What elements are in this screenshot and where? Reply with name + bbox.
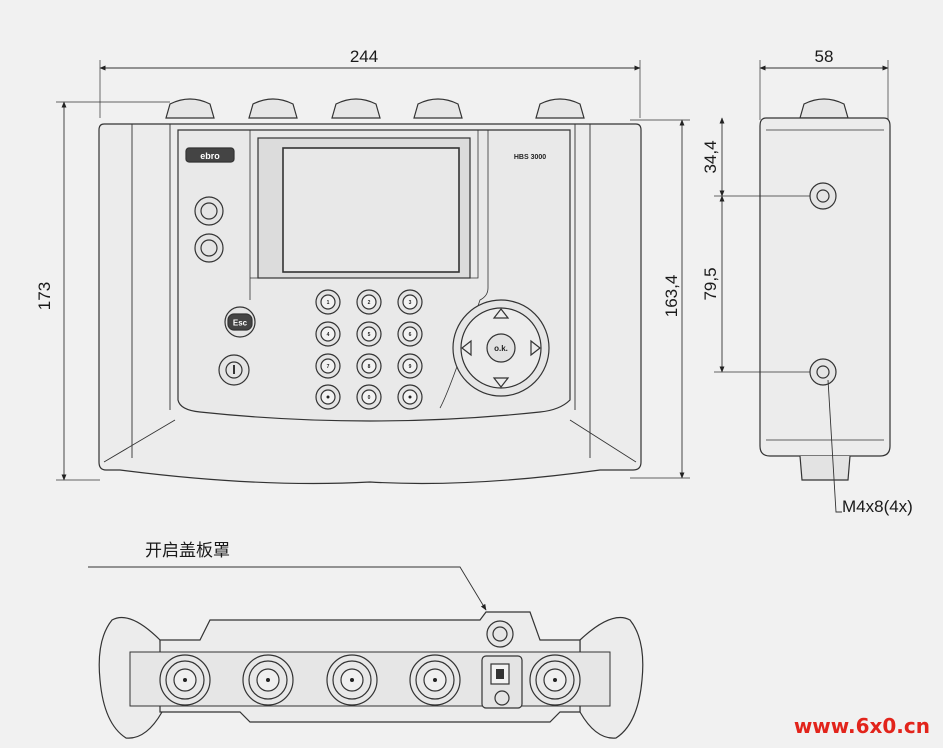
navigation-pad[interactable]: o.k. xyxy=(452,299,550,397)
light-button[interactable] xyxy=(194,233,224,263)
key-8[interactable]: 8 xyxy=(356,353,382,379)
usb-port xyxy=(481,655,523,709)
svg-text:8: 8 xyxy=(368,364,371,370)
height-dim-label: 173 xyxy=(35,282,54,310)
dimension-hole-offset: 34,4 xyxy=(701,117,810,197)
mounting-hole-bottom xyxy=(809,358,837,386)
nav-up-icon[interactable] xyxy=(492,308,510,319)
key-dot[interactable] xyxy=(397,384,423,410)
bottom-connector-2 xyxy=(242,654,294,706)
hole-spacing-dim-label: 79,5 xyxy=(701,267,720,300)
key-4[interactable]: 4 xyxy=(315,321,341,347)
dimension-hole-spacing: 79,5 xyxy=(701,195,810,373)
dimension-depth: 58 xyxy=(759,47,889,120)
dimension-width: 244 xyxy=(99,47,641,118)
key-0[interactable]: 0 xyxy=(356,384,382,410)
svg-text:3: 3 xyxy=(409,300,412,306)
svg-text:1: 1 xyxy=(327,300,330,306)
key-7[interactable]: 7 xyxy=(315,353,341,379)
cover-screw xyxy=(486,620,514,648)
thread-label: M4x8(4x) xyxy=(842,497,913,516)
mounting-hole-top xyxy=(809,182,837,210)
svg-text:9: 9 xyxy=(409,364,412,370)
width-dim-label: 244 xyxy=(350,47,378,66)
key-2[interactable]: 2 xyxy=(356,289,382,315)
top-connectors xyxy=(165,98,585,119)
key-decimal[interactable] xyxy=(315,384,341,410)
svg-text:2: 2 xyxy=(368,300,371,306)
cover-label: 开启盖板罩 xyxy=(145,541,230,561)
svg-text:5: 5 xyxy=(368,332,371,338)
key-6[interactable]: 6 xyxy=(397,321,423,347)
ok-button-label: o.k. xyxy=(494,344,508,353)
nav-left-icon[interactable] xyxy=(461,339,472,357)
watermark-text: www.6x0.cn xyxy=(794,714,930,738)
power-button[interactable] xyxy=(194,196,224,226)
side-housing xyxy=(759,117,891,457)
key-5[interactable]: 5 xyxy=(356,321,382,347)
key-9[interactable]: 9 xyxy=(397,353,423,379)
side-view: 58 34,4 79,5 M4x8(4x) xyxy=(701,47,913,516)
svg-text:7: 7 xyxy=(327,364,330,370)
key-1[interactable]: 1 xyxy=(315,289,341,315)
keypad: 1 2 3 4 5 6 7 8 9 0 xyxy=(315,289,423,410)
bottom-connector-5 xyxy=(529,654,581,706)
key-3[interactable]: 3 xyxy=(397,289,423,315)
nav-down-icon[interactable] xyxy=(492,377,510,388)
nav-right-icon[interactable] xyxy=(530,339,541,357)
inner-height-dim-label: 163,4 xyxy=(662,275,681,318)
model-label: HBS 3000 xyxy=(514,154,546,161)
hole-offset-dim-label: 34,4 xyxy=(701,140,720,173)
ok-button[interactable] xyxy=(486,333,516,363)
dimension-height: 173 xyxy=(35,101,170,481)
svg-text:0: 0 xyxy=(368,395,371,401)
lcd-screen xyxy=(282,147,460,273)
brand-label: ebro xyxy=(200,151,220,161)
bottom-connector-4 xyxy=(409,654,461,706)
brand-badge xyxy=(185,147,235,163)
bottom-connector-3 xyxy=(326,654,378,706)
bottom-view: 开启盖板罩 xyxy=(88,541,644,739)
svg-text:6: 6 xyxy=(409,332,412,338)
bottom-connector-1 xyxy=(159,654,211,706)
front-view: 244 173 163,4 xyxy=(35,47,690,485)
svg-text:4: 4 xyxy=(327,332,330,338)
esc-button-label: Esc xyxy=(233,319,248,328)
dimension-inner-height: 163,4 xyxy=(630,119,690,479)
depth-dim-label: 58 xyxy=(815,47,834,66)
bottom-right-wing xyxy=(579,616,644,739)
